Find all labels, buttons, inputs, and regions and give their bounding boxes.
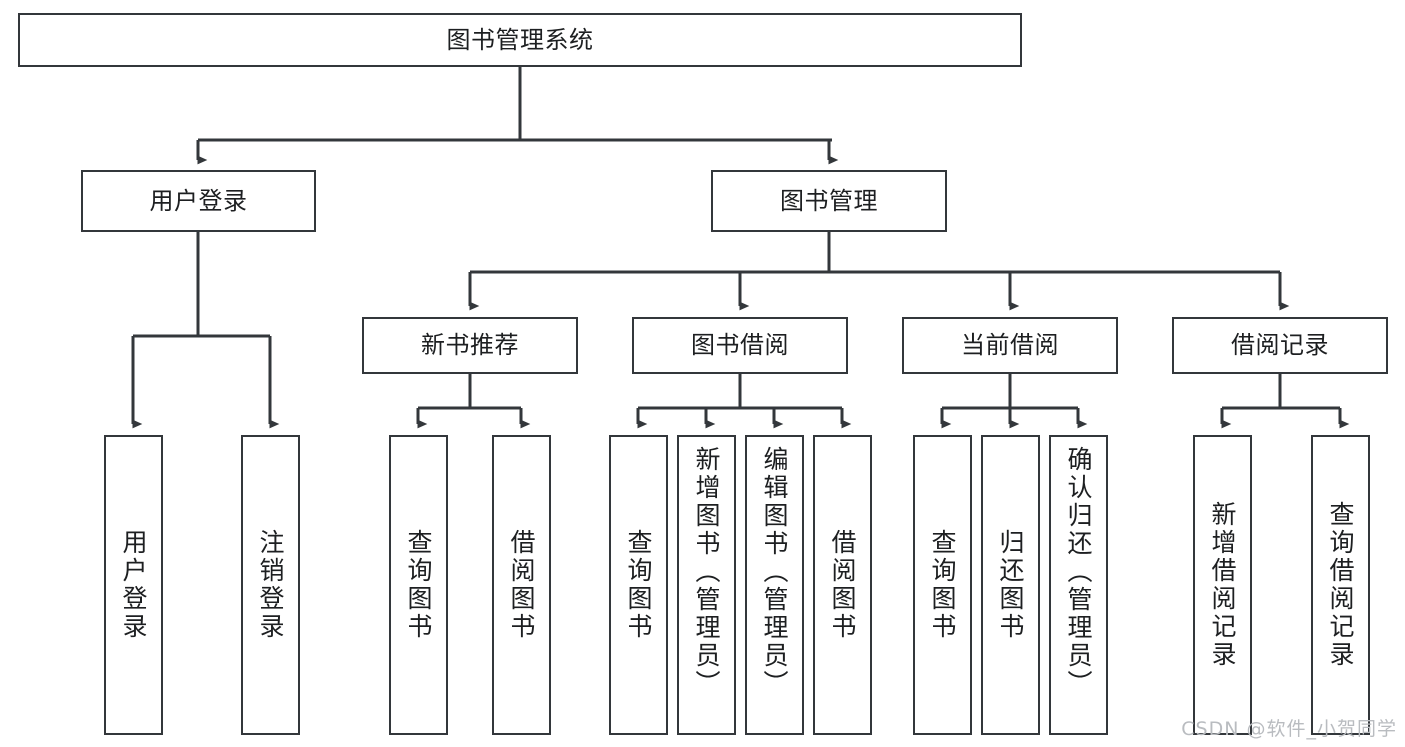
leaf-user-login-login[interactable]: 用户登录 (104, 435, 163, 735)
leaf-book-borrow-query-book[interactable]: 查询图书 (609, 435, 668, 735)
node-label: 查询借阅记录 (1326, 501, 1355, 669)
node-label: 查询图书 (624, 529, 653, 641)
node-label: 查询图书 (928, 529, 957, 641)
node-user-login[interactable]: 用户登录 (81, 170, 316, 232)
node-book-management[interactable]: 图书管理 (711, 170, 947, 232)
node-new-book-recommend[interactable]: 新书推荐 (362, 317, 578, 374)
node-label: 用户登录 (119, 529, 148, 641)
leaf-user-login-logout[interactable]: 注销登录 (241, 435, 300, 735)
node-root-book-management-system[interactable]: 图书管理系统 (18, 13, 1022, 67)
csdn-watermark: CSDN @软件_小贺同学 (1181, 718, 1397, 740)
leaf-book-borrow-add-book-admin[interactable]: 新增图书（管理员） (677, 435, 736, 735)
node-label: 编辑图书（管理员） (760, 446, 789, 698)
node-label: 图书管理系统 (446, 25, 594, 54)
leaf-book-borrow-borrow-book[interactable]: 借阅图书 (813, 435, 872, 735)
node-label: 图书借阅 (691, 331, 789, 360)
node-label: 借阅记录 (1231, 331, 1329, 360)
node-label: 新增借阅记录 (1208, 501, 1237, 669)
node-label: 新书推荐 (421, 331, 519, 360)
node-label: 当前借阅 (961, 331, 1059, 360)
node-label: 借阅图书 (507, 529, 536, 641)
node-label: 用户登录 (149, 186, 248, 215)
leaf-borrow-records-add-record[interactable]: 新增借阅记录 (1193, 435, 1252, 735)
node-label: 归还图书 (996, 529, 1025, 641)
node-label: 确认归还（管理员） (1064, 446, 1093, 698)
leaf-current-borrow-confirm-return-admin[interactable]: 确认归还（管理员） (1049, 435, 1108, 735)
node-current-borrow[interactable]: 当前借阅 (902, 317, 1118, 374)
node-label: 图书管理 (780, 186, 878, 215)
node-book-borrow[interactable]: 图书借阅 (632, 317, 848, 374)
leaf-current-borrow-query-book[interactable]: 查询图书 (913, 435, 972, 735)
leaf-book-borrow-edit-book-admin[interactable]: 编辑图书（管理员） (745, 435, 804, 735)
leaf-new-book-borrow-book[interactable]: 借阅图书 (492, 435, 551, 735)
node-label: 借阅图书 (828, 529, 857, 641)
node-label: 注销登录 (256, 529, 285, 641)
node-borrow-records[interactable]: 借阅记录 (1172, 317, 1388, 374)
leaf-new-book-query-book[interactable]: 查询图书 (389, 435, 448, 735)
leaf-borrow-records-query-record[interactable]: 查询借阅记录 (1311, 435, 1370, 735)
node-label: 新增图书（管理员） (692, 446, 721, 698)
leaf-current-borrow-return-book[interactable]: 归还图书 (981, 435, 1040, 735)
node-label: 查询图书 (404, 529, 433, 641)
